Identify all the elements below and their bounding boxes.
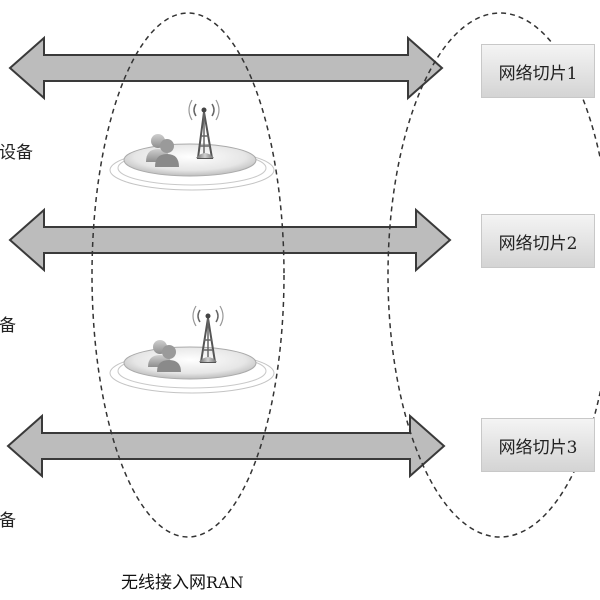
device-label-3: 备 [0, 511, 16, 531]
ran-caption: 无线接入网RAN [121, 568, 244, 593]
slice-arrow-2 [8, 207, 452, 273]
ran-caption-text: 无线接入网 [121, 573, 206, 593]
device-label-2: 备 [0, 316, 16, 336]
network-slice-1-box: 网络切片1 [481, 44, 595, 98]
network-slice-3-label: 网络切片3 [498, 437, 578, 458]
network-slice-2-box: 网络切片2 [481, 214, 595, 268]
slice-arrow-1 [8, 35, 444, 101]
users-icon [148, 340, 181, 372]
antenna-tower-icon [192, 305, 224, 363]
antenna-tower-icon [188, 99, 220, 159]
device-label-1: 设备 [0, 143, 33, 163]
ran-boundary-ellipse [91, 12, 285, 538]
network-slice-3-box: 网络切片3 [481, 418, 595, 472]
slice-arrow-3 [6, 413, 446, 479]
ran-caption-suffix: RAN [206, 573, 244, 592]
base-station-1 [109, 99, 275, 191]
users-icon [146, 134, 179, 167]
network-slice-1-label: 网络切片1 [498, 63, 578, 84]
base-station-2 [109, 305, 275, 394]
network-slice-2-label: 网络切片2 [498, 233, 578, 254]
